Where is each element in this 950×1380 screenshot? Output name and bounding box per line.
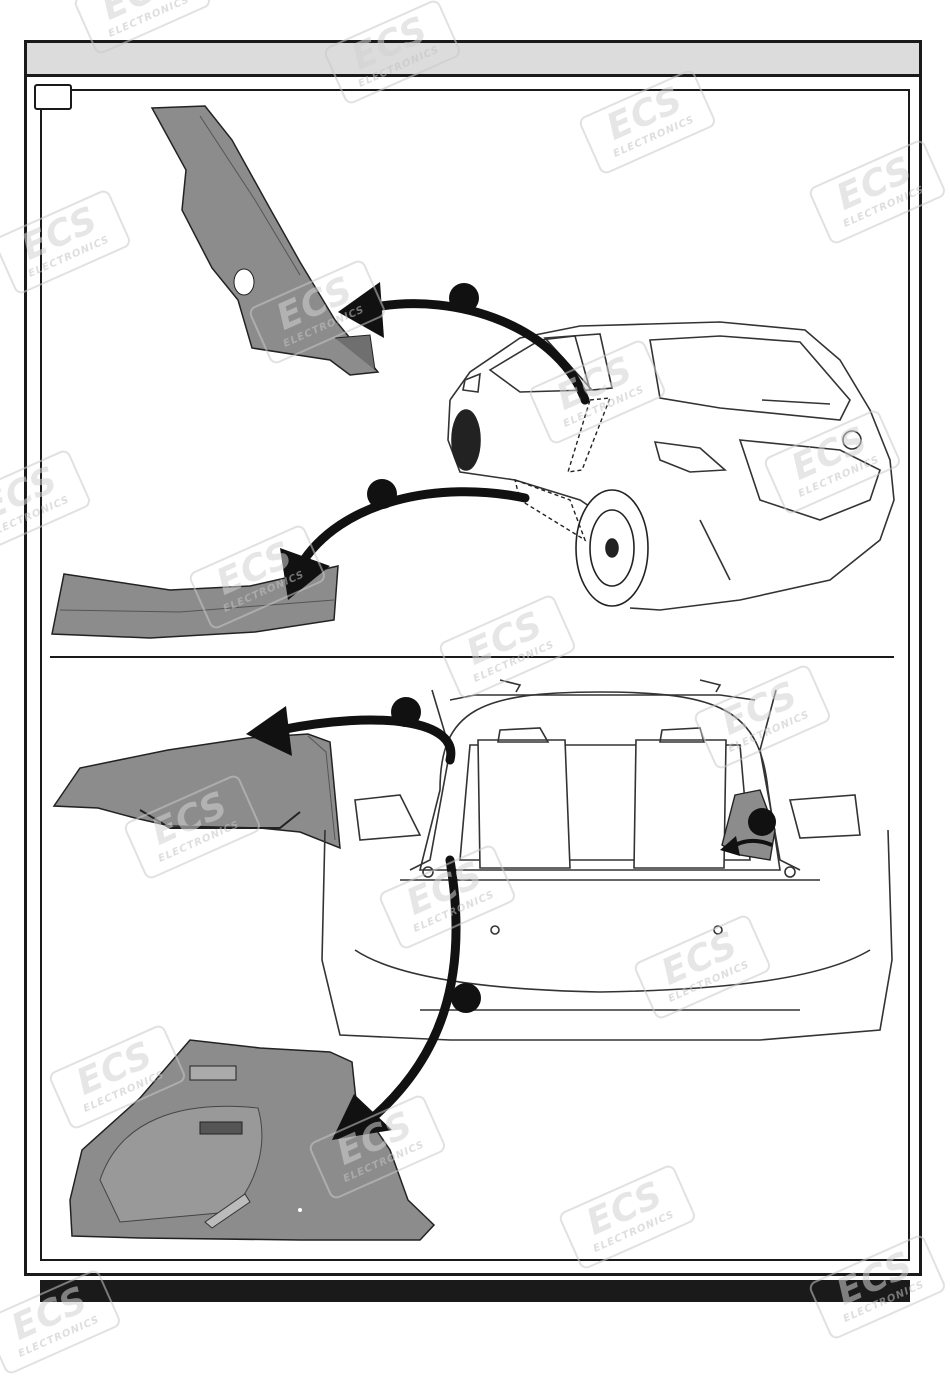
arrow-to-sill-trim [295,487,530,571]
installation-illustration [51,105,895,1241]
callout-3 [748,808,776,836]
pillar-trim-hole [233,268,255,296]
arrow-to-pillar-trim [365,299,590,405]
car-rear-open-hatch [321,679,893,1041]
upper-rear-trim-panel [52,733,341,850]
arrow-to-luggage-trim [365,855,461,1125]
callout-2 [367,479,397,509]
callout-5 [451,983,481,1013]
section-divider [50,656,894,658]
sill-trim-panel [51,565,339,639]
pillar-removal-outline [567,397,612,473]
callout-4 [391,697,421,727]
sill-removal-outline [514,478,587,542]
car-wheels [451,409,649,607]
instruction-frame [40,89,910,1261]
step-number-box [34,84,72,110]
pillar-trim-panel [150,105,380,376]
header-band [27,43,919,77]
footer-bar [40,1280,910,1302]
car-side-rear-view [447,321,895,611]
callout-1 [449,283,479,313]
